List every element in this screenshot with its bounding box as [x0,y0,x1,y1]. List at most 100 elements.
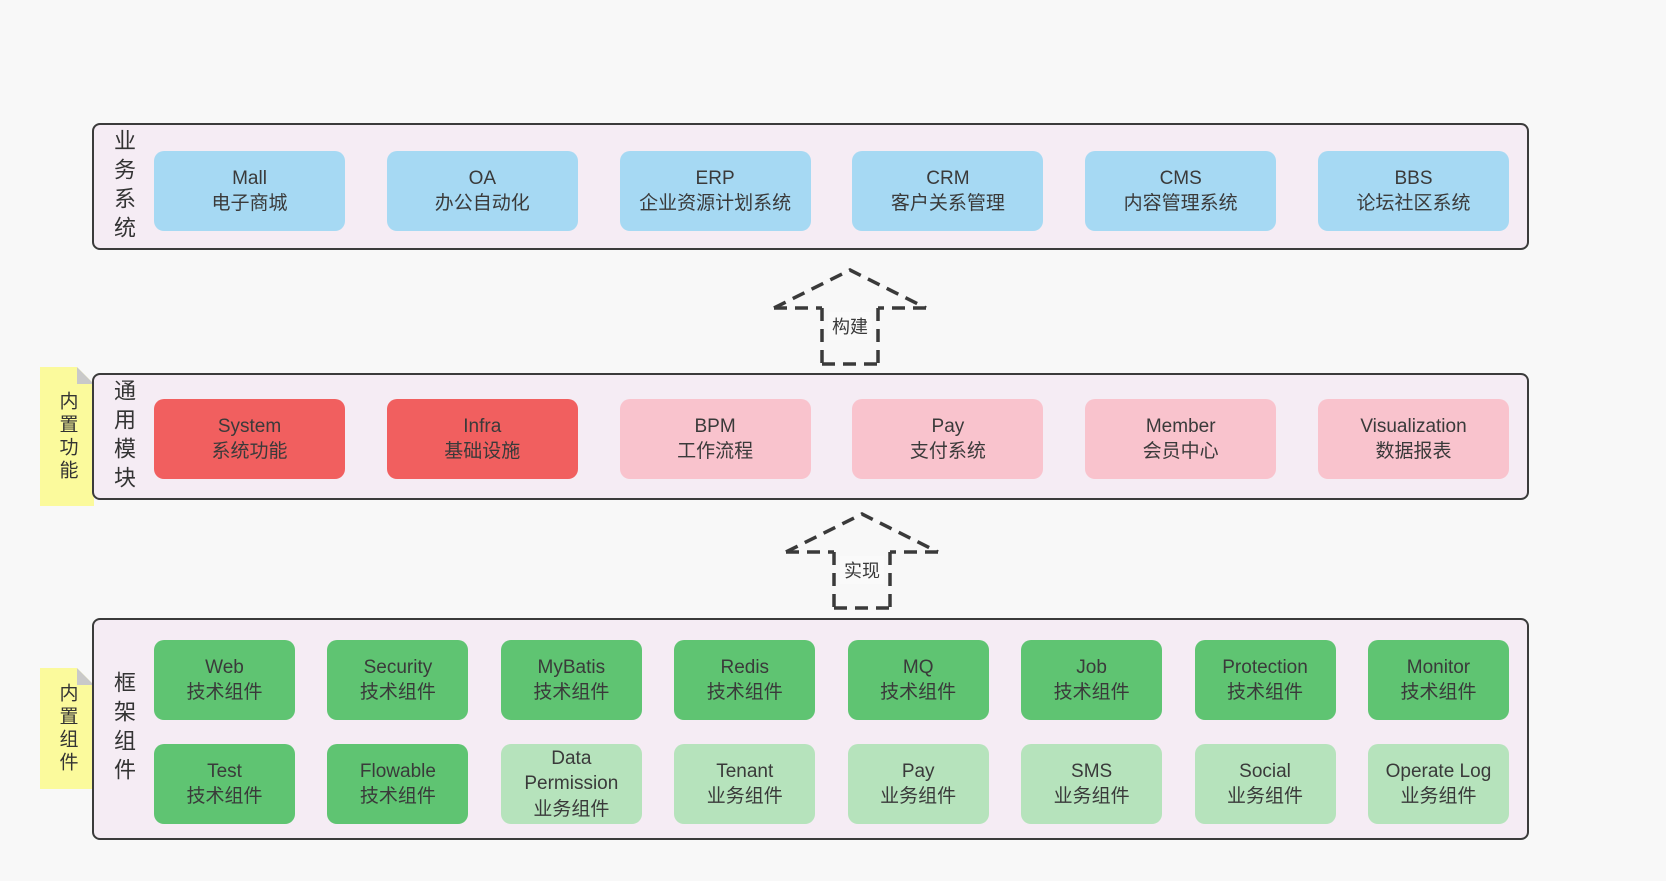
box-desc: 技术组件 [359,682,436,703]
box-name: OA [468,167,497,189]
box-desc: 系统功能 [211,441,288,462]
dashed-up-arrow-icon [785,512,939,610]
box-security: Security 技术组件 [327,640,469,720]
box-name: Redis [720,656,770,678]
box-system: System 系统功能 [154,399,345,479]
box-desc: 技术组件 [1400,682,1477,703]
box-cms: CMS 内容管理系统 [1085,151,1277,231]
box-name: Flowable [359,760,436,782]
box-name: Member [1145,415,1216,437]
box-pay-module: Pay 支付系统 [852,399,1044,479]
box-name: Mall [232,167,267,189]
box-name: Data Permission [524,748,619,795]
box-desc: 技术组件 [1053,682,1130,703]
dashed-up-arrow-icon [773,268,927,366]
box-desc: 业务组件 [880,786,957,807]
common-modules-row: System 系统功能 Infra 基础设施 BPM 工作流程 Pay 支付系统… [154,399,1509,479]
box-mq: MQ 技术组件 [847,640,989,720]
box-desc: 业务组件 [1227,786,1304,807]
box-tenant: Tenant 业务组件 [674,744,816,824]
implement-arrow: 实现 [782,506,942,614]
box-desc: 技术组件 [186,786,263,807]
box-bbs: BBS 论坛社区系统 [1317,151,1509,231]
box-desc: 技术组件 [706,682,783,703]
box-name: CMS [1159,167,1202,189]
box-operate-log: Operate Log 业务组件 [1367,744,1509,824]
box-desc: 企业资源计划系统 [639,193,792,214]
box-name: Visualization [1360,415,1467,437]
business-systems-panel: 业务系统 Mall 电子商城 OA 办公自动化 ERP 企业资源计划系统 CRM… [92,123,1529,250]
box-name: MyBatis [537,656,606,678]
box-mybatis: MyBatis 技术组件 [500,640,642,720]
common-modules-panel: 通用模块 System 系统功能 Infra 基础设施 BPM 工作流程 Pay… [92,373,1529,500]
box-name: Pay [901,760,935,782]
framework-components-row-1: Web 技术组件 Security 技术组件 MyBatis 技术组件 Redi… [154,640,1509,720]
box-desc: 技术组件 [533,682,610,703]
box-desc: 业务组件 [706,786,783,807]
box-name: SMS [1071,760,1113,782]
box-name: Infra [463,415,502,437]
builtin-components-tag-label: 内置组件 [56,682,78,775]
box-job: Job 技术组件 [1021,640,1163,720]
builtin-features-tag: 内置功能 [40,367,94,506]
box-desc: 技术组件 [1227,682,1304,703]
box-name: BPM [694,415,736,437]
box-protection: Protection 技术组件 [1194,640,1336,720]
implement-arrow-label: 实现 [840,556,884,584]
box-name: Security [363,656,433,678]
box-flowable: Flowable 技术组件 [327,744,469,824]
box-desc: 电子商城 [211,193,288,214]
box-sms: SMS 业务组件 [1021,744,1163,824]
box-desc: 技术组件 [359,786,436,807]
box-desc: 业务组件 [1053,786,1130,807]
box-desc: 客户关系管理 [890,193,1005,214]
box-erp: ERP 企业资源计划系统 [619,151,811,231]
box-mall: Mall 电子商城 [154,151,345,231]
box-pay-component: Pay 业务组件 [847,744,989,824]
box-desc: 论坛社区系统 [1356,193,1471,214]
framework-components-row-2: Test 技术组件 Flowable 技术组件 Data Permission … [154,744,1509,824]
box-desc: 办公自动化 [434,193,530,214]
box-bpm: BPM 工作流程 [619,399,811,479]
box-name: System [217,415,282,437]
box-name: Protection [1222,656,1308,678]
box-name: ERP [695,167,735,189]
box-redis: Redis 技术组件 [674,640,816,720]
box-desc: 数据报表 [1375,441,1452,462]
box-desc: 业务组件 [533,798,610,820]
box-name: Test [207,760,242,782]
box-name: Web [205,656,244,678]
business-systems-label: 业务系统 [111,128,136,245]
box-name: MQ [902,656,934,678]
box-desc: 内容管理系统 [1123,193,1238,214]
box-desc: 工作流程 [677,441,754,462]
box-name: Pay [931,415,965,437]
box-name: Social [1239,760,1291,782]
business-systems-row: Mall 电子商城 OA 办公自动化 ERP 企业资源计划系统 CRM 客户关系… [154,151,1509,231]
box-oa: OA 办公自动化 [386,151,578,231]
common-modules-label: 通用模块 [111,378,136,495]
build-arrow-label: 构建 [828,312,872,340]
box-member: Member 会员中心 [1085,399,1277,479]
box-infra: Infra 基础设施 [386,399,578,479]
box-web: Web 技术组件 [154,640,295,720]
box-name: Tenant [716,760,774,782]
builtin-features-tag-label: 内置功能 [56,390,78,483]
builtin-components-tag: 内置组件 [40,668,94,789]
framework-components-panel: 框架组件 Web 技术组件 Security 技术组件 MyBatis 技术组件… [92,618,1529,840]
box-name: Monitor [1406,656,1471,678]
box-monitor: Monitor 技术组件 [1367,640,1509,720]
box-name: Operate Log [1385,760,1492,782]
box-name: CRM [926,167,970,189]
box-desc: 支付系统 [909,441,986,462]
box-desc: 技术组件 [880,682,957,703]
box-desc: 技术组件 [186,682,263,703]
box-desc: 会员中心 [1142,441,1219,462]
box-visualization: Visualization 数据报表 [1317,399,1509,479]
box-desc: 业务组件 [1400,786,1477,807]
box-test: Test 技术组件 [154,744,295,824]
box-social: Social 业务组件 [1194,744,1336,824]
box-name: BBS [1394,167,1433,189]
box-crm: CRM 客户关系管理 [852,151,1044,231]
framework-components-label: 框架组件 [111,671,136,787]
